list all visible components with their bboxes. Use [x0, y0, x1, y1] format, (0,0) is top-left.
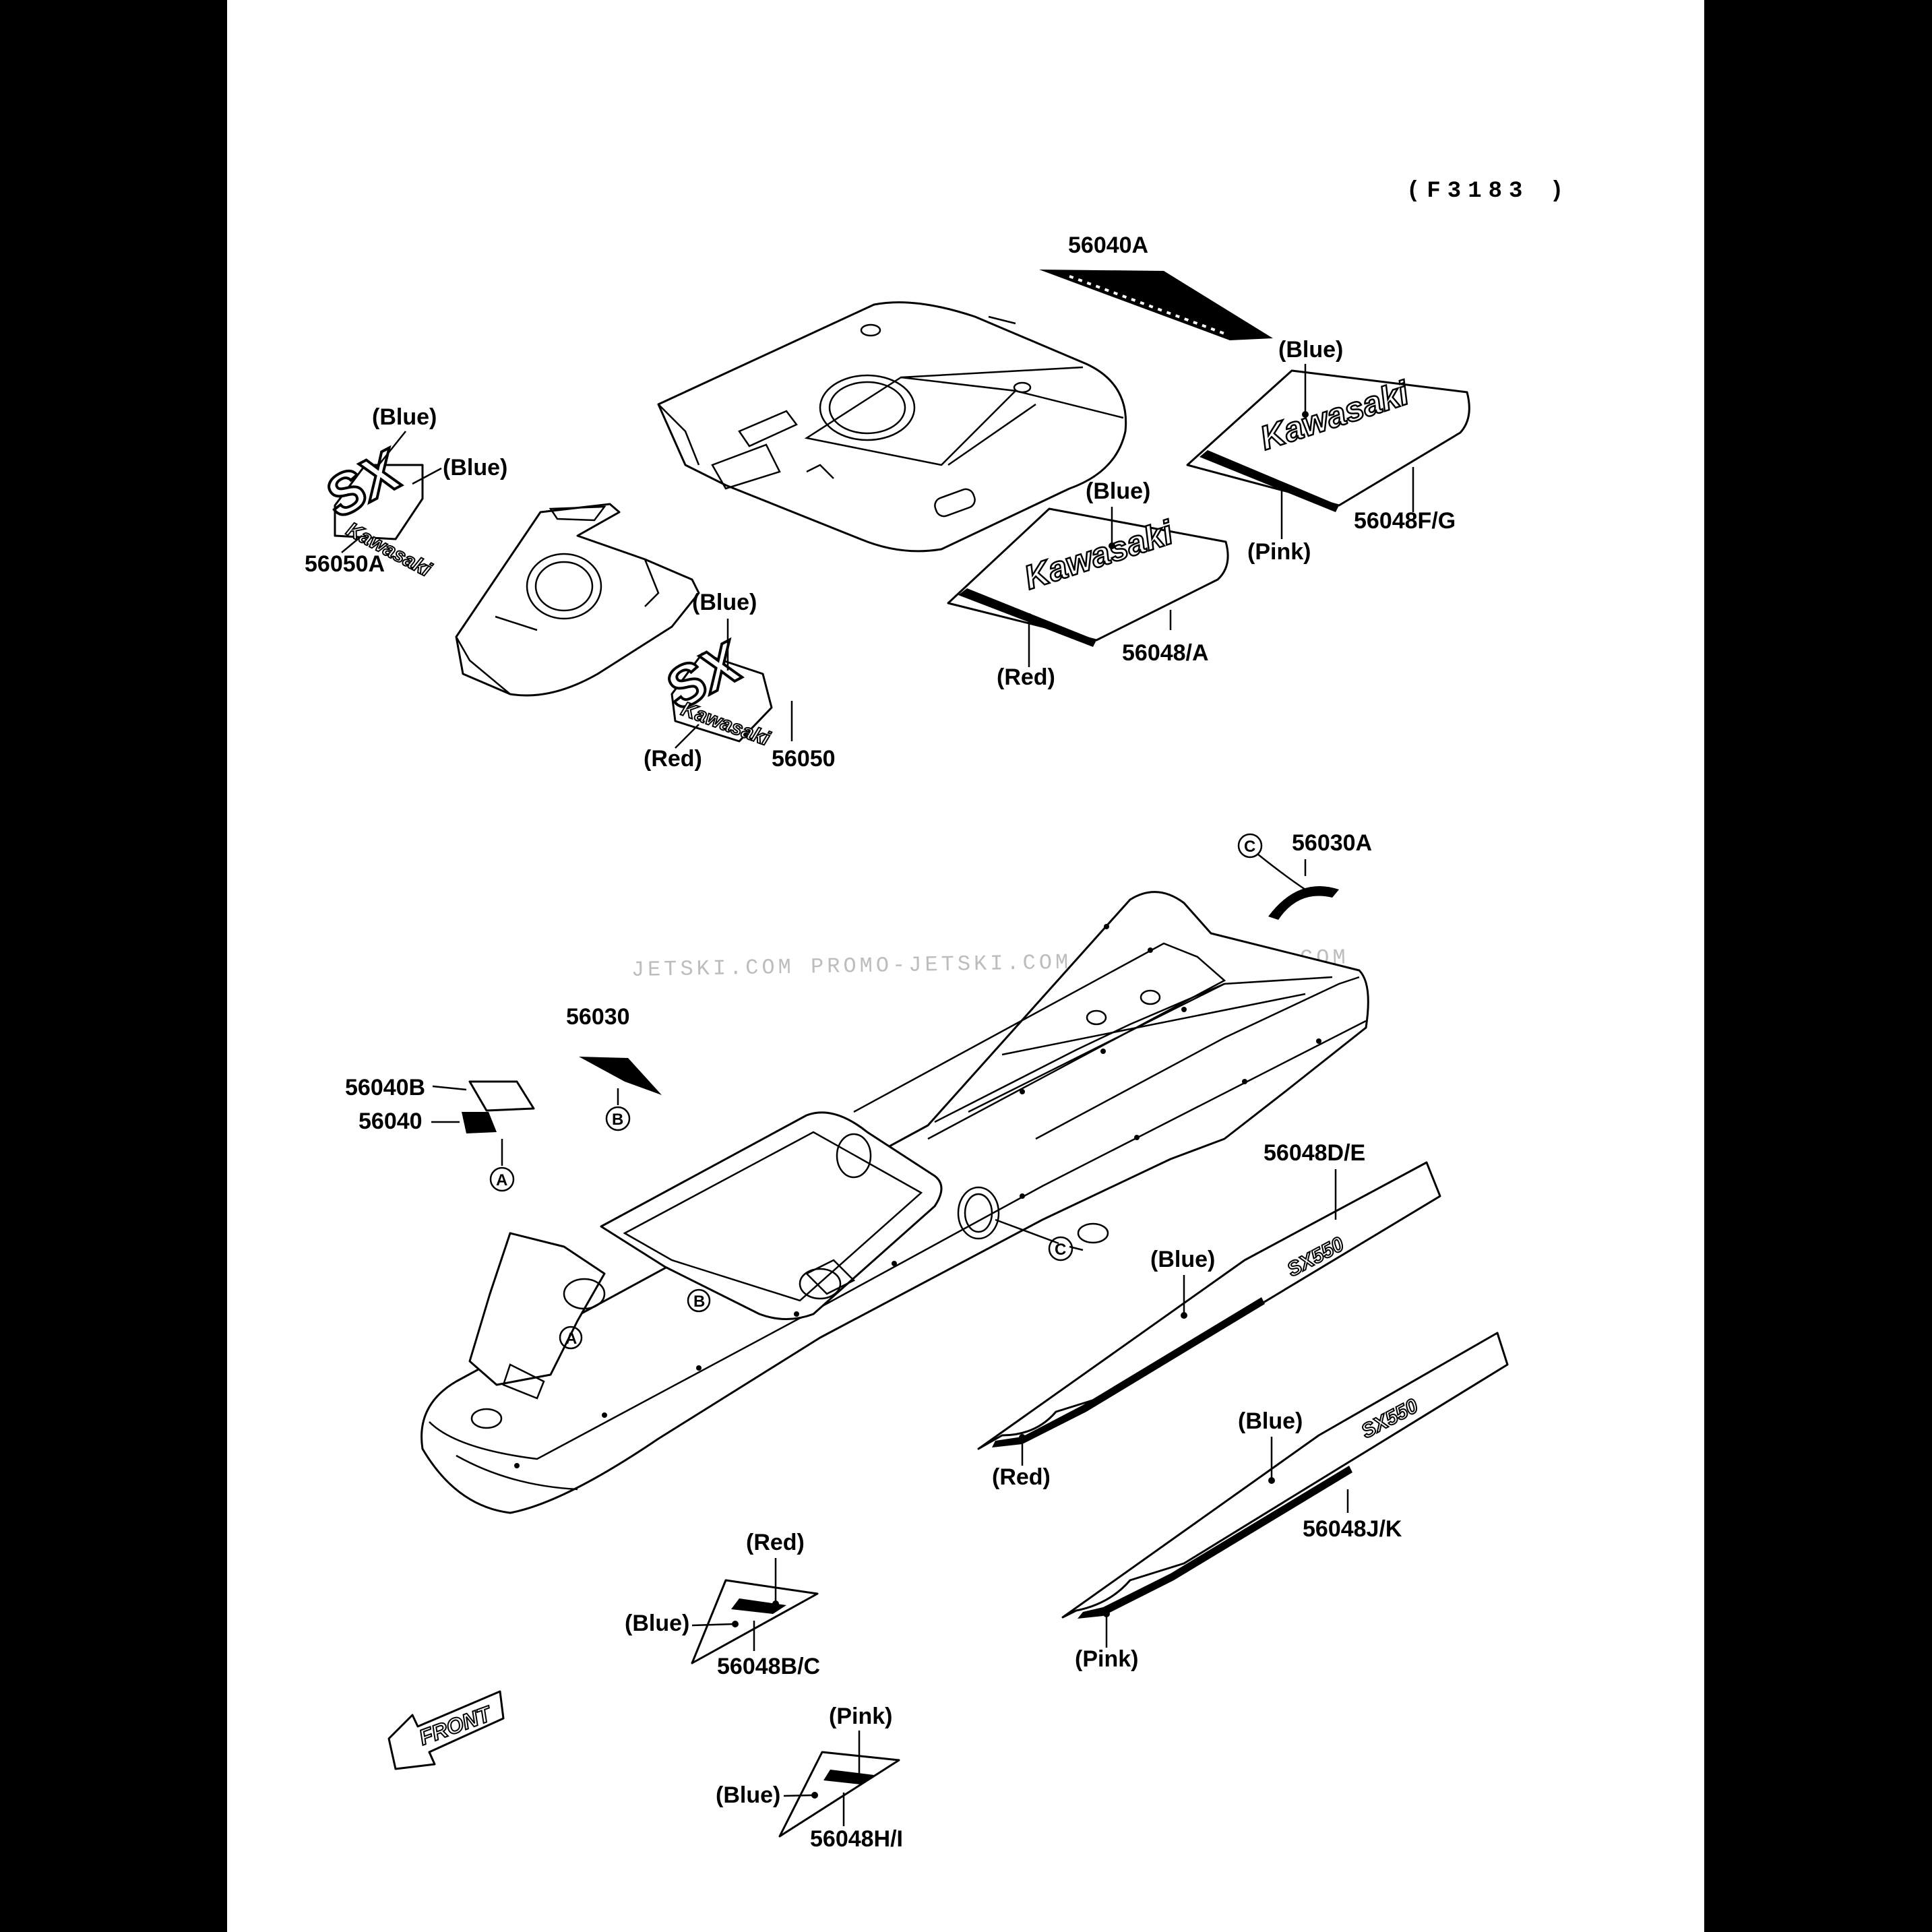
- label-blue: (Blue): [692, 590, 757, 615]
- decal-56040B: [468, 1080, 535, 1112]
- decal-56050: SX Kawasaki: [653, 627, 774, 751]
- label-56030: 56030: [566, 1004, 630, 1030]
- decal-56048FG: Kawasaki: [1186, 369, 1470, 512]
- label-56050A: 56050A: [305, 551, 385, 577]
- label-blue: (Blue): [1086, 478, 1150, 504]
- ref-circle-c: [1237, 833, 1263, 859]
- decal-56048A: Kawasaki: [947, 507, 1229, 647]
- label-56048A: 56048/A: [1122, 640, 1209, 666]
- label-red: (Red): [746, 1530, 805, 1555]
- ref-circle-b: [687, 1288, 711, 1313]
- label-56030A: 56030A: [1292, 830, 1372, 856]
- ref-a: A: [565, 1330, 577, 1348]
- label-56048FG: 56048F/G: [1354, 508, 1456, 534]
- label-56040B: 56040B: [345, 1075, 425, 1100]
- ref-circle-c: [1048, 1236, 1073, 1261]
- ref-a: A: [496, 1171, 507, 1189]
- label-56040A: 56040A: [1068, 232, 1148, 258]
- parts-diagram-sheet: (F3183 ) JETSKI.COM PROMO-JETSKI.COM PRO…: [227, 0, 1704, 1932]
- label-56050: 56050: [772, 746, 836, 772]
- label-blue: (Blue): [625, 1611, 689, 1636]
- ref-circle-a: [559, 1326, 583, 1350]
- label-56040: 56040: [359, 1109, 423, 1134]
- front-label: FRONT: [416, 1701, 495, 1749]
- label-pink: (Pink): [1075, 1646, 1138, 1672]
- ref-c: C: [1055, 1241, 1066, 1259]
- ref-b: B: [693, 1292, 705, 1311]
- label-56048DE: 56048D/E: [1264, 1140, 1365, 1166]
- ref-c: C: [1244, 838, 1255, 856]
- label-blue: (Blue): [372, 404, 437, 430]
- label-56048HI: 56048H/I: [810, 1826, 903, 1852]
- label-blue: (Blue): [1150, 1247, 1215, 1272]
- label-red: (Red): [992, 1464, 1051, 1490]
- label-blue: (Blue): [1238, 1408, 1303, 1434]
- label-pink: (Pink): [1247, 539, 1311, 565]
- label-red: (Red): [644, 746, 702, 772]
- parts-diagram: (F3183 ) JETSKI.COM PROMO-JETSKI.COM PRO…: [305, 179, 1570, 1852]
- label-56048JK: 56048J/K: [1303, 1516, 1402, 1542]
- decal-56048HI: [778, 1751, 900, 1838]
- label-blue: (Blue): [1278, 337, 1343, 363]
- decal-56030: [579, 1057, 662, 1095]
- label-pink: (Pink): [829, 1704, 892, 1729]
- ref-b: B: [612, 1111, 623, 1129]
- decal-56048JK: SX550: [1061, 1332, 1509, 1619]
- label-red: (Red): [997, 664, 1055, 690]
- label-blue: (Blue): [443, 455, 507, 480]
- ref-circle-a: [489, 1166, 515, 1192]
- decal-56030A: [1268, 886, 1339, 920]
- hull-part: [420, 891, 1369, 1514]
- label-56048BC: 56048B/C: [717, 1654, 820, 1679]
- front-hood-part: [455, 503, 700, 697]
- decal-56040A: [1039, 270, 1273, 340]
- front-arrow-icon: FRONT: [387, 1690, 505, 1770]
- label-blue: (Blue): [716, 1782, 780, 1808]
- ref-circle-b: [605, 1106, 631, 1131]
- figure-code: (F3183 ): [1406, 179, 1570, 204]
- rear-hood-part: [657, 301, 1127, 553]
- decal-56040: [462, 1112, 497, 1133]
